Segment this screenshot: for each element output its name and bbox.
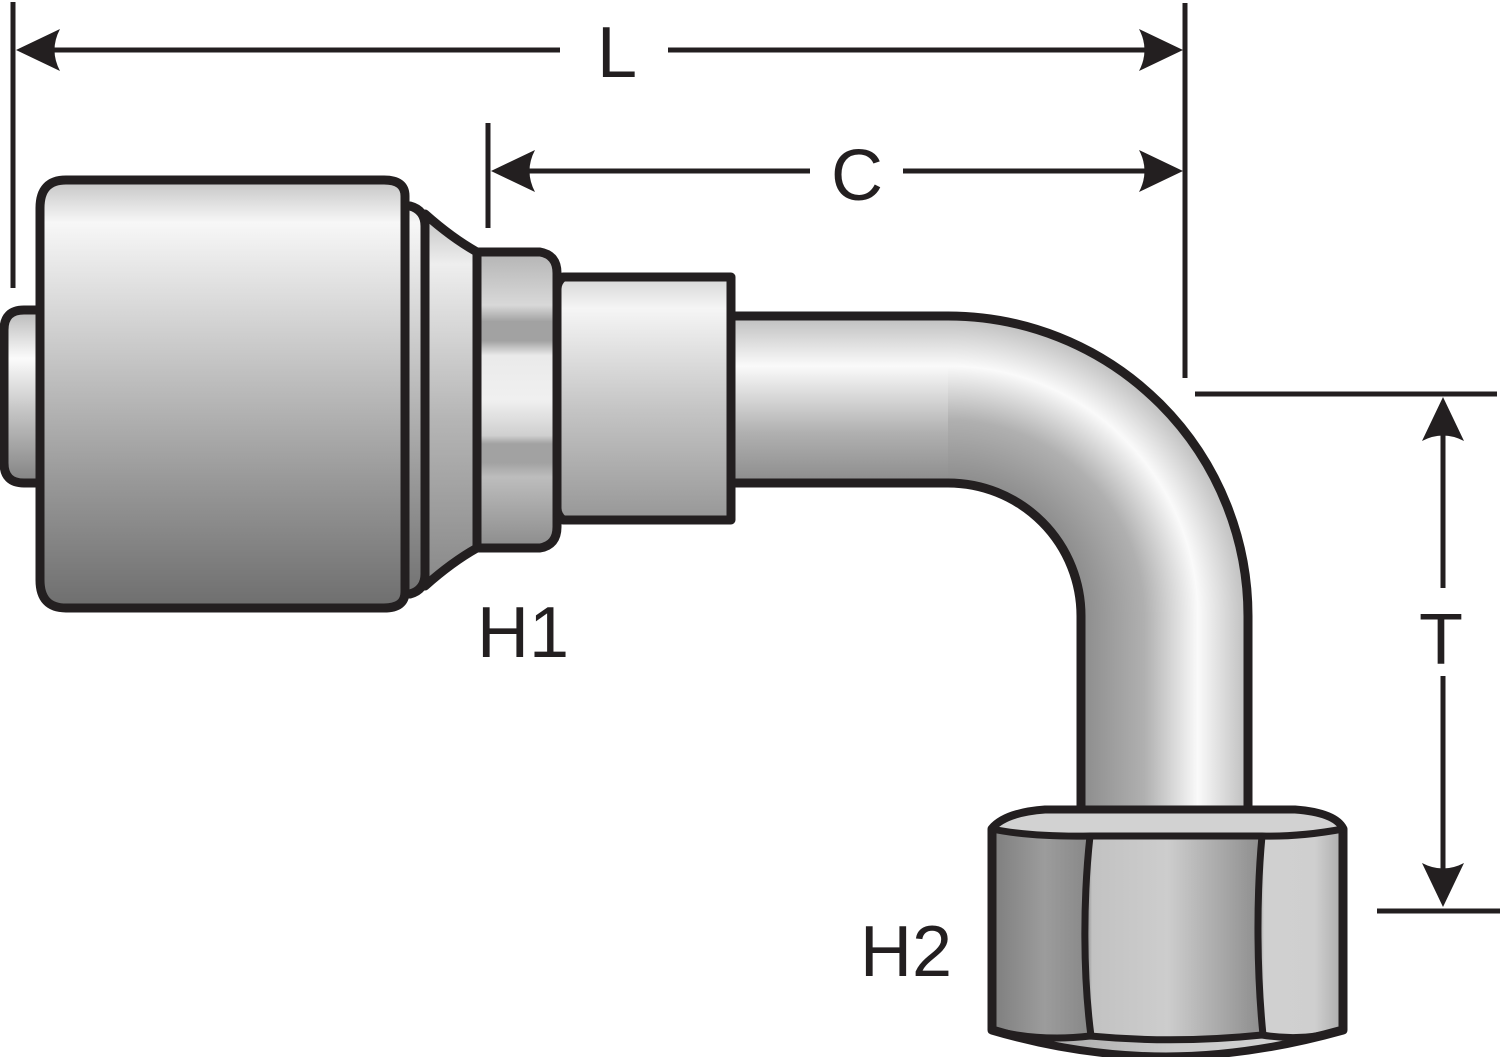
- arrowhead-C-left: [491, 150, 535, 192]
- dimension-L: L: [10, 2, 1183, 288]
- arrowhead-C-right: [1139, 150, 1183, 192]
- label-T: T: [1419, 600, 1463, 680]
- tube-bend: [948, 316, 1248, 616]
- hex-nut-h2-facet-line-left: [1081, 835, 1095, 1037]
- bell-cone: [420, 209, 482, 591]
- hex-nut-h1: [472, 247, 562, 553]
- tube-outer-outline: [731, 311, 1253, 814]
- tube-inner-outline: [731, 478, 1086, 814]
- arrowhead-T-down: [1422, 863, 1464, 907]
- hex-nut-h2: [987, 805, 1348, 1057]
- label-C: C: [831, 136, 883, 216]
- fitting-body: [0, 175, 1348, 1057]
- label-H1: H1: [477, 593, 569, 673]
- dimension-C: C: [485, 3, 1188, 378]
- arrowhead-L-right: [1139, 29, 1183, 71]
- hex-nut-h2-facet-line-right: [1254, 835, 1267, 1036]
- tube-horizontal-leg: [731, 316, 952, 483]
- hex-nut-h2-top-face: [988, 806, 1347, 840]
- bent-tube: [731, 311, 1253, 816]
- label-H2: H2: [860, 912, 952, 992]
- label-L: L: [597, 13, 637, 93]
- collar: [552, 272, 736, 525]
- crimp-shell: [35, 175, 410, 613]
- dimension-T: T: [1195, 391, 1500, 914]
- tube-vertical-leg: [1081, 612, 1248, 816]
- nipple-stub: [0, 305, 45, 488]
- arrowhead-T-up: [1422, 397, 1464, 441]
- arrowhead-L-left: [16, 29, 60, 71]
- hex-nut-h2-body: [987, 805, 1348, 1057]
